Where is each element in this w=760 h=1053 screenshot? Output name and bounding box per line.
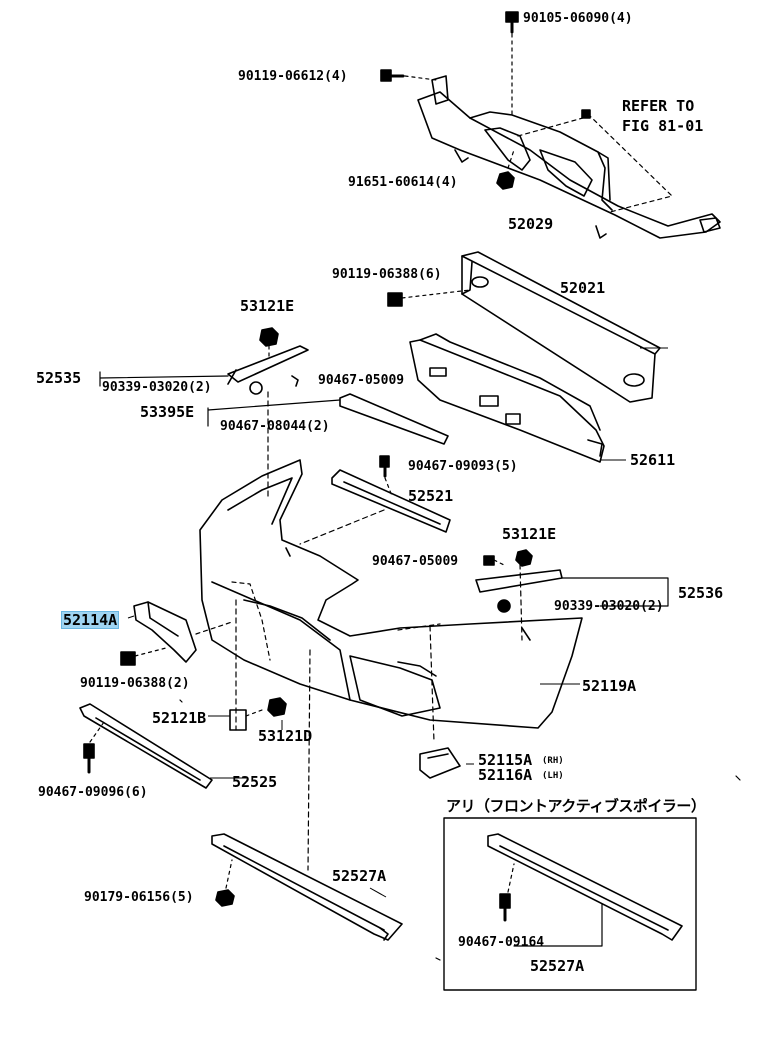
bumper-cover-52119a [199,459,583,729]
label-refer-to: REFER TO [622,97,695,115]
label-90119-06388-6[interactable]: 90119-06388(6) [332,267,442,282]
screw-90467-05009-right-icon [483,555,507,567]
screw-90467-09096-icon [83,721,105,774]
strip-53395e [339,393,449,445]
spoiler-52527a-option [487,833,683,941]
screw-90467-09164-icon [499,863,515,922]
label-53121d[interactable]: 53121D [258,727,313,745]
bolt-90119-06612-icon [380,69,437,82]
label-90179-06156[interactable]: 90179-06156(5) [84,890,194,905]
label-90339-03020-left[interactable]: 90339-03020(2) [102,380,212,395]
label-52525[interactable]: 52525 [232,773,278,791]
label-90119-06612[interactable]: 90119-06612(4) [238,69,348,84]
clip-90179-icon [215,859,235,907]
label-52611[interactable]: 52611 [630,451,676,469]
clip-90339-right-icon [497,599,511,613]
label-90467-05009-right[interactable]: 90467-05009 [372,554,459,569]
label-91651-60614[interactable]: 91651-60614(4) [348,175,458,190]
absorber-52021 [461,251,661,403]
label-52527a-option[interactable]: 52527A [530,957,585,975]
label-52021[interactable]: 52021 [560,279,606,297]
label-52535[interactable]: 52535 [36,369,82,387]
label-52115a[interactable]: 52115A [478,751,533,769]
label-90467-09164[interactable]: 90467-09164 [458,935,545,950]
label-52121b[interactable]: 52121B [152,709,207,727]
label-52116a-side: (LH) [542,771,564,781]
nut-53121e-right-icon [515,549,533,567]
label-52114a[interactable]: 52114A [60,611,120,629]
nut-91651-icon [496,149,515,190]
label-90467-09093[interactable]: 90467-09093(5) [408,459,518,474]
bolt-90105-icon [505,11,519,119]
bracket-52536 [475,563,563,641]
option-box-title: アリ（フロントアクティブスポイラー） [446,797,706,815]
label-refer-fig[interactable]: FIG 81-01 [622,117,704,135]
side-bracket-52114a [133,601,233,663]
label-90467-08044[interactable]: 90467-08044(2) [220,419,330,434]
refer-clip-icon [581,109,591,119]
nut-53121e-top-icon [259,327,279,361]
spoiler-52527a [211,833,403,941]
label-90339-03020-right[interactable]: 90339-03020(2) [554,599,664,614]
label-52116a[interactable]: 52116A [478,766,533,784]
bumper-support-52029 [417,75,721,239]
bolt-90119-06388-lower-icon [120,647,167,666]
label-90467-05009-top[interactable]: 90467-05009 [318,373,405,388]
label-53121e-top[interactable]: 53121E [240,297,295,315]
label-53395e[interactable]: 53395E [140,403,195,421]
bolt-90119-06388-icon [387,289,471,307]
label-52521[interactable]: 52521 [408,487,454,505]
label-90467-09096[interactable]: 90467-09096(6) [38,785,148,800]
retainer-52611 [409,333,605,463]
nut-53121d-icon [267,697,287,717]
label-52527a-main[interactable]: 52527A [332,867,387,885]
screw-90467-09093-icon [379,455,393,497]
label-52536[interactable]: 52536 [678,584,724,602]
label-52029[interactable]: 52029 [508,215,554,233]
bar-52525 [79,703,213,789]
bracket-52121b [229,709,263,731]
bracket-52535 [227,345,309,395]
label-90105-06090[interactable]: 90105-06090(4) [523,11,633,26]
label-52115a-side: (RH) [542,756,564,766]
option-box [443,817,697,991]
reinforcement-52521 [331,469,451,533]
label-52119a[interactable]: 52119A [582,677,637,695]
label-90119-06388-2[interactable]: 90119-06388(2) [80,676,190,691]
label-53121e-right[interactable]: 53121E [502,525,557,543]
cover-52115a-52116a [419,747,461,779]
